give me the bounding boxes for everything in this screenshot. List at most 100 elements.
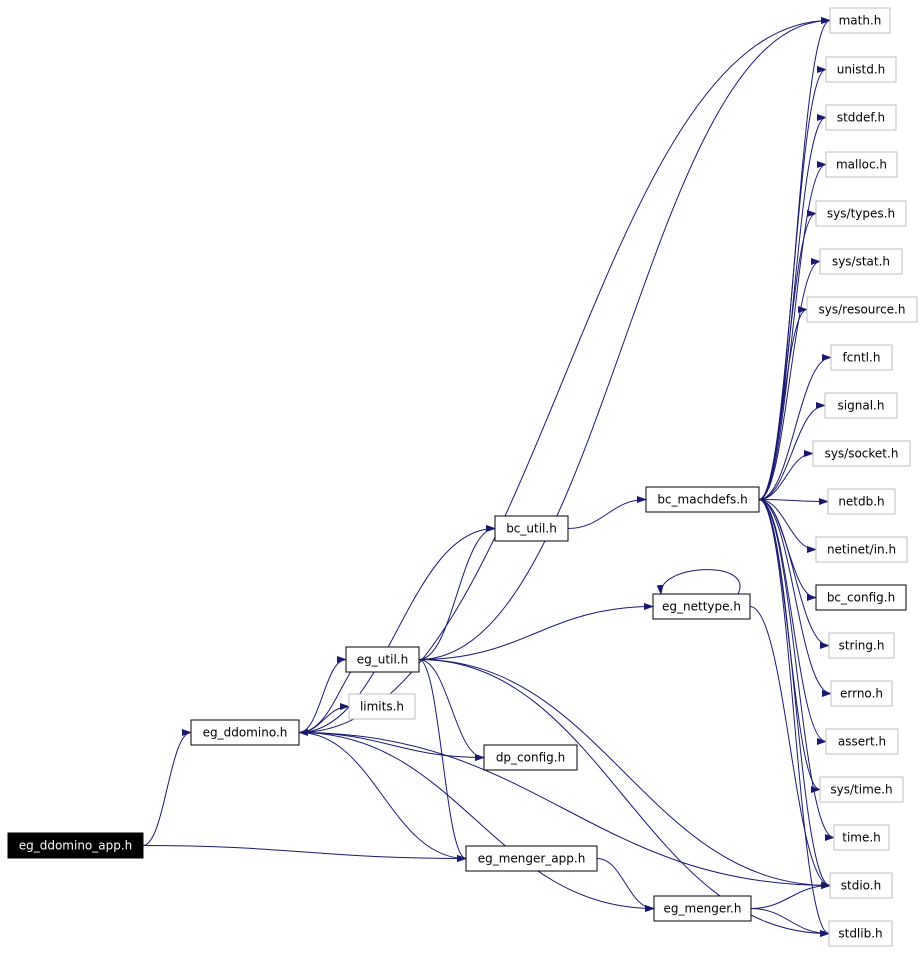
node-sys-types[interactable]: sys/types.h <box>815 200 907 227</box>
node-sys-resource[interactable]: sys/resource.h <box>806 296 918 323</box>
node-label: eg_menger.h <box>664 902 742 916</box>
node-label: malloc.h <box>836 158 887 172</box>
node-stdio[interactable]: stdio.h <box>829 872 893 899</box>
edge-bc_machdefs-to-fcntl <box>758 354 832 500</box>
node-label: string.h <box>839 639 885 653</box>
edge-bc_machdefs-to-sys_resource <box>758 306 808 500</box>
node-box <box>825 104 897 131</box>
node-label: signal.h <box>838 399 885 413</box>
node-box <box>828 632 895 659</box>
node-box <box>652 593 751 620</box>
edge-eg_ddomino-to-eg_menger_app <box>298 732 467 862</box>
node-dp-config[interactable]: dp_config.h <box>483 744 578 771</box>
node-label: netdb.h <box>838 495 884 509</box>
edge-bc_machdefs-to-stdlib <box>758 499 830 937</box>
node-box <box>825 56 897 83</box>
node-box <box>812 440 911 467</box>
node-assert[interactable]: assert.h <box>825 728 899 755</box>
node-box <box>819 776 904 803</box>
edge-eg_util-to-eg_menger_app <box>418 659 467 862</box>
node-stddef[interactable]: stddef.h <box>825 104 897 131</box>
node-label: stddef.h <box>837 111 885 125</box>
edge-eg_ddomino-to-eg_menger <box>298 732 655 912</box>
node-box <box>465 845 598 872</box>
node-label: math.h <box>839 14 882 28</box>
node-label: fcntl.h <box>843 351 881 365</box>
node-bc-config[interactable]: bc_config.h <box>815 584 907 611</box>
node-box <box>833 824 890 851</box>
node-math[interactable]: math.h <box>829 7 891 34</box>
edge-eg_ddomino-to-math <box>298 17 831 733</box>
node-sys-time[interactable]: sys/time.h <box>819 776 904 803</box>
node-box <box>819 248 903 275</box>
node-box <box>827 488 896 515</box>
edge-eg_menger_app-to-eg_menger <box>596 858 655 912</box>
edge-eg_util-to-dp_config <box>418 659 485 761</box>
node-label: eg_ddomino.h <box>203 726 288 740</box>
node-time[interactable]: time.h <box>833 824 890 851</box>
node-string[interactable]: string.h <box>828 632 895 659</box>
edge-bc_machdefs-to-netdb <box>758 497 829 505</box>
node-signal[interactable]: signal.h <box>824 392 898 419</box>
edge-eg_ddomino-to-bc_util <box>298 525 496 733</box>
node-label: errno.h <box>840 687 883 701</box>
edge-bc_machdefs-to-sys_stat <box>758 258 821 500</box>
node-malloc[interactable]: malloc.h <box>825 151 898 178</box>
edge-eg_ddomino-to-dp_config <box>298 732 485 761</box>
node-box <box>824 392 898 419</box>
node-eg-ddomino[interactable]: eg_ddomino.h <box>190 719 300 746</box>
node-eg-menger-app[interactable]: eg_menger_app.h <box>465 845 598 872</box>
node-box <box>483 744 578 771</box>
node-netdb[interactable]: netdb.h <box>827 488 896 515</box>
edge-bc_machdefs-to-malloc <box>758 161 827 500</box>
node-label: eg_menger_app.h <box>478 852 586 866</box>
edge-eg_util-to-stdio <box>418 659 831 889</box>
edge-bc_util-to-bc_machdefs <box>567 496 647 529</box>
node-bc-util[interactable]: bc_util.h <box>494 515 569 542</box>
node-label: sys/time.h <box>830 783 892 797</box>
edge-eg_nettype-to-stdio <box>749 606 831 889</box>
edge-root-to-eg_ddomino <box>142 729 192 846</box>
node-label: eg_util.h <box>357 653 408 667</box>
node-stdlib[interactable]: stdlib.h <box>828 920 893 947</box>
node-label: bc_util.h <box>506 522 557 536</box>
edge-eg_util-to-math <box>418 17 831 660</box>
node-sys-stat[interactable]: sys/stat.h <box>819 248 903 275</box>
node-label: bc_machdefs.h <box>657 493 747 507</box>
node-box <box>829 872 893 899</box>
node-box <box>815 584 907 611</box>
node-fcntl[interactable]: fcntl.h <box>830 344 893 371</box>
node-eg-menger[interactable]: eg_menger.h <box>653 895 752 922</box>
node-netinet-in[interactable]: netinet/in.h <box>815 536 908 563</box>
node-box <box>494 515 569 542</box>
node-box <box>348 693 416 720</box>
edge-bc_machdefs-to-netinet_in <box>758 499 817 553</box>
node-label: dp_config.h <box>496 751 565 765</box>
node-label: assert.h <box>838 735 886 749</box>
node-box <box>815 536 908 563</box>
node-root[interactable]: eg_ddomino_app.h <box>7 832 144 859</box>
edge-eg_util-to-bc_util <box>418 525 496 660</box>
node-sys-socket[interactable]: sys/socket.h <box>812 440 911 467</box>
node-label: unistd.h <box>837 63 886 77</box>
node-limits[interactable]: limits.h <box>348 693 416 720</box>
edge-eg_util-to-stdlib <box>418 659 830 937</box>
node-label: stdio.h <box>841 879 881 893</box>
edge-root-to-eg_menger_app <box>142 845 467 862</box>
node-eg-nettype[interactable]: eg_nettype.h <box>652 593 751 620</box>
edge-bc_machdefs-to-sys_socket <box>758 450 814 500</box>
node-box <box>829 7 891 34</box>
node-errno[interactable]: errno.h <box>830 680 893 707</box>
node-label: limits.h <box>360 700 404 714</box>
node-bc-machdefs[interactable]: bc_machdefs.h <box>645 486 760 513</box>
node-box <box>830 344 893 371</box>
node-label: eg_ddomino_app.h <box>19 839 133 853</box>
edge-bc_machdefs-to-signal <box>758 402 826 500</box>
node-unistd[interactable]: unistd.h <box>825 56 897 83</box>
edge-eg_menger-to-stdlib <box>750 908 830 937</box>
node-label: sys/socket.h <box>825 447 899 461</box>
edge-bc_machdefs-to-sys_types <box>758 210 817 500</box>
node-label: bc_config.h <box>827 591 895 605</box>
node-eg-util[interactable]: eg_util.h <box>345 646 420 673</box>
